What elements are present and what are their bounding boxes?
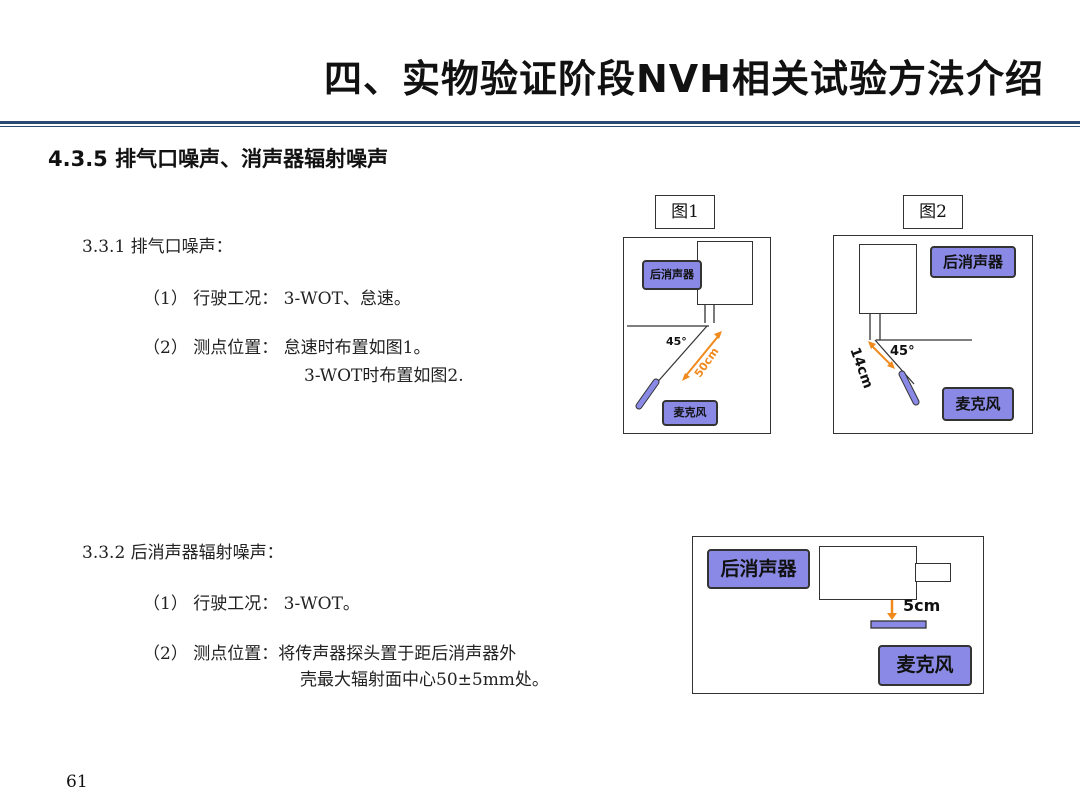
page-number: 61 <box>66 772 88 792</box>
figure2-arrow-head-top <box>868 341 876 349</box>
figure1-angle-line <box>653 325 708 387</box>
figure3-mic-tag: 麦克风 <box>878 645 972 686</box>
muffler-condition: （1） 行驶工况： 3-WOT。 <box>143 594 360 614</box>
figure2-muffler-body <box>859 244 917 314</box>
figure1-muffler-body <box>697 241 753 305</box>
figure1-distance-arrow <box>683 333 721 379</box>
figure1-arrow-head-top <box>714 331 722 339</box>
subsection-heading-muffler: 3.3.2 后消声器辐射噪声： <box>82 543 284 563</box>
figure1: 后消声器 45° 50cm 麦克风 <box>623 237 771 434</box>
subsection-heading-exhaust: 3.3.1 排气口噪声： <box>82 237 233 257</box>
figure2-distance-arrow <box>869 343 893 367</box>
exhaust-position-wot: 3-WOT时布置如图2. <box>304 366 464 386</box>
exhaust-position: （2） 测点位置： 怠速时布置如图1。 <box>143 338 431 358</box>
exhaust-condition: （1） 行驶工况： 3-WOT、怠速。 <box>143 289 411 309</box>
figure3-muffler-tag: 后消声器 <box>707 549 810 589</box>
figure3-distance-label: 5cm <box>903 596 941 615</box>
figure1-arrow-head-bottom <box>682 373 690 381</box>
page-title: 四、实物验证阶段NVH相关试验方法介绍 <box>323 57 1044 101</box>
figure2-angle-line <box>874 339 915 385</box>
title-divider-thin <box>0 126 1080 127</box>
figure1-muffler-tag: 后消声器 <box>642 260 702 290</box>
section-heading: 4.3.5 排气口噪声、消声器辐射噪声 <box>48 147 389 171</box>
figure2-arrow-head-bottom <box>887 361 895 369</box>
figure3-pipe <box>915 563 951 582</box>
figure2-angle-label: 45° <box>890 344 915 359</box>
muffler-position-detail: 壳最大辐射面中心50±5mm处。 <box>300 670 549 690</box>
muffler-position: （2） 测点位置：将传声器探头置于距后消声器外 <box>143 644 517 664</box>
figure3-arrow-head-bottom <box>887 613 897 620</box>
figure3-muffler-body <box>819 546 917 600</box>
figure2-mic-tag: 麦克风 <box>942 387 1014 421</box>
title-divider <box>0 121 1080 124</box>
figure3-mic-shape <box>870 620 927 629</box>
figure1-angle-label: 45° <box>666 335 687 348</box>
figure1-mic-tag: 麦克风 <box>662 400 718 426</box>
figure1-drawing <box>627 304 722 410</box>
figure1-label: 图1 <box>655 195 715 229</box>
figure3: 后消声器 5cm 麦克风 <box>692 536 984 694</box>
figure2: 后消声器 45° 14cm 麦克风 <box>833 235 1033 434</box>
figure2-muffler-tag: 后消声器 <box>930 246 1016 278</box>
figure2-drawing <box>868 312 972 406</box>
figure2-label: 图2 <box>903 195 963 229</box>
